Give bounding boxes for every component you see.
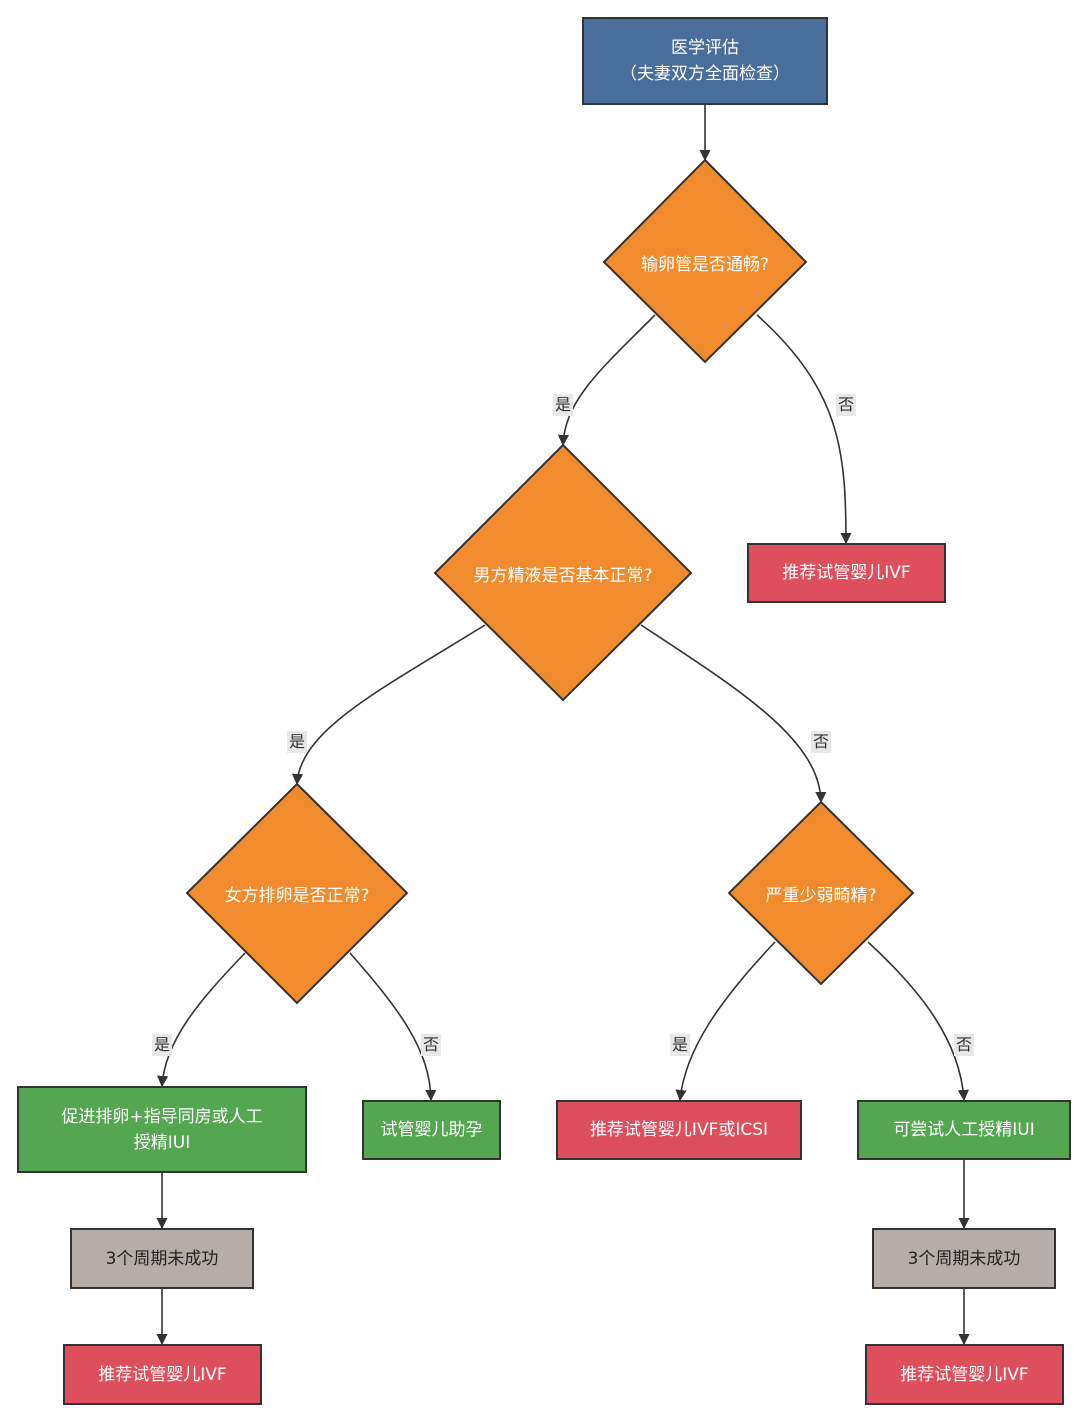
edge-sperm-no (640, 624, 827, 804)
result-ivf-tube-label: 推荐试管婴儿IVF (782, 563, 911, 583)
edge-label-severe-yes: 是 (669, 1034, 691, 1056)
followup-fail-left: 3个周期未成功 (70, 1228, 254, 1289)
edge-label-tube-no: 否 (835, 394, 857, 416)
result-ivf-icsi: 推荐试管婴儿IVF或ICSI (556, 1100, 802, 1160)
decision-diamond-tube (602, 158, 808, 364)
edge-label-ovulation-no: 否 (420, 1034, 442, 1056)
result-ivf-left-label: 推荐试管婴儿IVF (98, 1364, 227, 1385)
edge-tube-no (756, 314, 852, 545)
start-node-label: 医学评估 （夫妻双方全面检查） (620, 38, 790, 84)
result-promote-ovulation-label: 促进排卵+指导同房或人工 授精IUI (61, 1106, 263, 1153)
result-ivf-assist-label: 试管婴儿助孕 (380, 1120, 483, 1140)
decision-diamond-ovulation (185, 782, 409, 1005)
edge-label-sperm-no: 否 (810, 731, 832, 753)
edge-sperm-yes (291, 624, 486, 786)
result-ivf-left: 推荐试管婴儿IVF (63, 1344, 262, 1405)
result-try-iui: 可尝试人工授精IUI (857, 1100, 1071, 1160)
edge-ovulation-yes (157, 952, 246, 1088)
followup-fail-left-label: 3个周期未成功 (105, 1248, 219, 1269)
edge-label-ovulation-yes: 是 (151, 1034, 173, 1056)
edge-label-severe-no: 否 (953, 1034, 975, 1056)
edge-tube-yes (557, 314, 656, 447)
edge-ovulation-no (349, 952, 437, 1102)
edge-label-tube-yes: 是 (552, 394, 574, 416)
decision-diamond-sperm (433, 443, 693, 702)
result-ivf-right: 推荐试管婴儿IVF (865, 1344, 1064, 1405)
result-ivf-icsi-label: 推荐试管婴儿IVF或ICSI (589, 1120, 769, 1140)
result-try-iui-label: 可尝试人工授精IUI (893, 1120, 1035, 1140)
followup-fail-right: 3个周期未成功 (872, 1228, 1056, 1289)
edge-severe-yes (675, 941, 776, 1102)
result-ivf-tube: 推荐试管婴儿IVF (747, 543, 946, 603)
edge-label-sperm-yes: 是 (286, 731, 308, 753)
edge-severe-no (867, 941, 969, 1102)
start-node: 医学评估 （夫妻双方全面检查） (582, 17, 828, 105)
decision-diamond-severe (727, 800, 915, 986)
result-promote-ovulation: 促进排卵+指导同房或人工 授精IUI (17, 1086, 307, 1173)
result-ivf-right-label: 推荐试管婴儿IVF (900, 1364, 1029, 1385)
followup-fail-right-label: 3个周期未成功 (907, 1248, 1021, 1269)
result-ivf-assist: 试管婴儿助孕 (362, 1100, 501, 1160)
